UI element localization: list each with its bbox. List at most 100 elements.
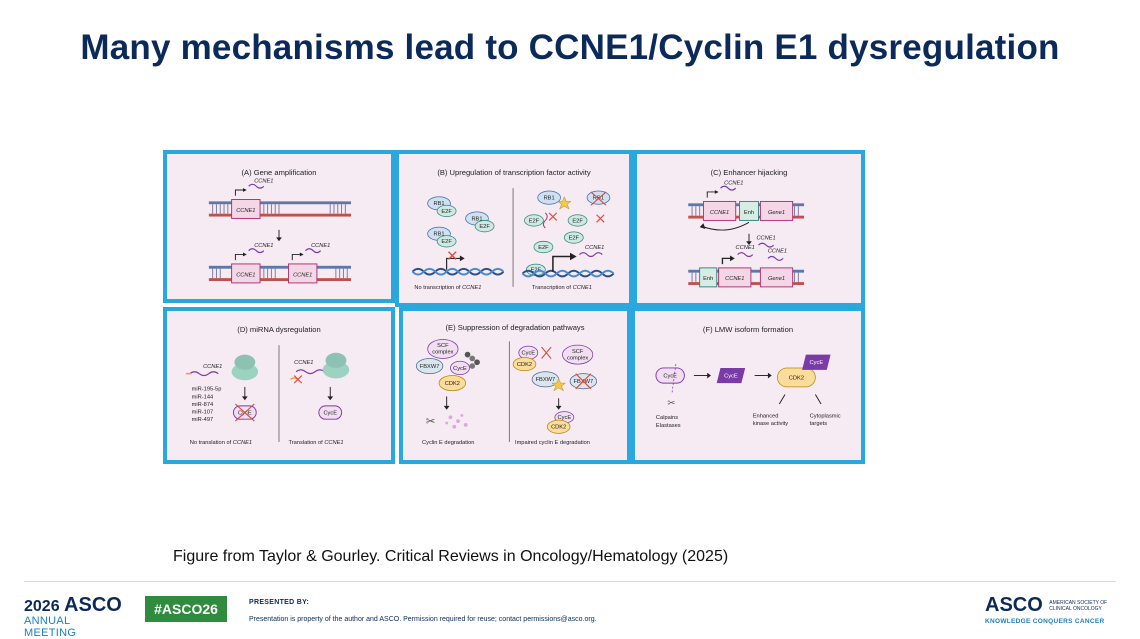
transcript-label: CCNE1 <box>294 360 313 366</box>
mirna-label: miR-107 <box>192 409 214 415</box>
no-translation-caption: No translation of CCNE1 <box>190 440 252 446</box>
transcript-label: CCNE1 <box>768 249 787 255</box>
e2f-label: E2F <box>441 239 452 245</box>
rb1-e2f-complexes-right: RB1 RB1 E2F E2F E2F E2F E2F <box>524 190 611 276</box>
cdk2-label: CDK2 <box>789 375 804 381</box>
panel-enhancer-hijacking: (C) Enhancer hijacking CCNE1 Enh Gene1 C… <box>633 150 865 307</box>
panel-c-diagram: (C) Enhancer hijacking CCNE1 Enh Gene1 C… <box>688 168 805 288</box>
mirna-label: miR-497 <box>192 417 214 423</box>
panel-e-diagram: (E) Suppression of degradation pathways … <box>415 323 597 446</box>
asco-annual-meeting-logo: 2026 ASCO ANNUAL MEETING <box>24 594 124 639</box>
mirna-label: miR-144 <box>192 394 214 400</box>
cyce-label: CycE <box>810 360 824 366</box>
degradation-caption: Cyclin E degradation <box>422 440 474 446</box>
dna-strand-bottom: CCNE1 CCNE1 CCNE1 CCNE1 <box>208 243 352 284</box>
dna-strand-bottom: Enh CCNE1 Gene1 CCNE1 CCNE1 CCNE1 <box>688 235 805 288</box>
translation-caption: Translation of CCNE1 <box>288 440 343 446</box>
logo-annual-meeting: ANNUAL MEETING <box>24 615 77 639</box>
panel-d-title: (D) miRNA dysregulation <box>237 325 320 334</box>
scissors-icon: ✂ <box>426 416 436 428</box>
mechanism-figure: (A) Gene amplification CCNE1 CCNE1 <box>163 150 865 464</box>
cdk2-label: CDK2 <box>445 381 460 387</box>
enh-label: Enh <box>744 210 754 216</box>
logo-asco: ASCO <box>64 594 122 616</box>
panel-mirna-dysregulation: (D) miRNA dysregulation CCNE1 miR-195-5p… <box>163 307 395 464</box>
gene-label: CCNE1 <box>293 272 312 278</box>
cyce-label: CycE <box>453 366 467 372</box>
society-name: AMERICAN SOCIETY OF CLINICAL ONCOLOGY <box>1049 599 1108 612</box>
cyce-label: CycE <box>663 373 677 379</box>
transcription-caption: Transcription of CCNE1 <box>532 285 592 291</box>
fbxw7-label: FBXW7 <box>574 379 594 385</box>
kinase-label: kinase activity <box>753 421 789 427</box>
elastases-label: Elastases <box>656 423 681 429</box>
transcript-label: CCNE1 <box>724 180 743 186</box>
panel-f-diagram: (F) LMW isoform formation CycE CycE CDK2… <box>655 325 841 429</box>
panel-lmw-isoform: (F) LMW isoform formation CycE CycE CDK2… <box>631 307 865 464</box>
transcript-label: CCNE1 <box>254 178 273 184</box>
rb1-label: RB1 <box>433 201 444 207</box>
e2f-label: E2F <box>529 218 540 224</box>
gene-label: Gene1 <box>768 210 785 216</box>
cdk2-label: CDK2 <box>551 425 566 431</box>
fbxw7-label: FBXW7 <box>420 364 440 370</box>
enhanced-label: Enhanced <box>753 413 779 419</box>
impaired-caption: Impaired cyclin E degradation <box>515 440 590 446</box>
panel-d-diagram: (D) miRNA dysregulation CCNE1 miR-195-5p… <box>185 325 350 446</box>
transcript-label: CCNE1 <box>585 245 604 251</box>
permission-disclaimer: Presentation is property of the author a… <box>249 616 597 623</box>
panel-a-title: (A) Gene amplification <box>242 168 317 177</box>
transcript-label: CCNE1 <box>736 245 755 251</box>
panel-a-diagram: (A) Gene amplification CCNE1 CCNE1 <box>208 168 352 284</box>
cyce-label: CycE <box>521 351 535 357</box>
no-transcription-caption: No transcription of CCNE1 <box>414 285 481 291</box>
complex-label: complex <box>567 355 588 361</box>
fbxw7-label: FBXW7 <box>536 377 556 383</box>
scf-label: SCF <box>572 349 584 355</box>
cyce-label: CycE <box>323 410 337 416</box>
transcript-label: CCNE1 <box>254 243 273 249</box>
rb1-label: RB1 <box>544 196 555 202</box>
cytoplasmic-label: Cytoplasmic <box>810 413 841 419</box>
panel-b-title: (B) Upregulation of transcription factor… <box>437 168 591 177</box>
e2f-label: E2F <box>479 224 490 230</box>
slide-title: Many mechanisms lead to CCNE1/Cyclin E1 … <box>80 28 1060 67</box>
gene-label: CCNE1 <box>725 276 744 282</box>
cyce-label: CycE <box>724 373 738 379</box>
panel-gene-amplification: (A) Gene amplification CCNE1 CCNE1 <box>163 150 395 303</box>
footer-divider <box>24 581 1116 582</box>
transcript-label: CCNE1 <box>203 364 222 370</box>
society-logo-asco: ASCO <box>985 594 1043 616</box>
e2f-label: E2F <box>531 268 542 274</box>
calpains-label: Calpains <box>656 415 678 421</box>
e2f-label: E2F <box>572 218 583 224</box>
gene-label: CCNE1 <box>710 210 729 216</box>
gene-label: CCNE1 <box>236 208 255 214</box>
e2f-label: E2F <box>538 245 549 251</box>
complex-label: complex <box>432 350 453 356</box>
e2f-label: E2F <box>569 235 580 241</box>
panel-transcription-factor: (B) Upregulation of transcription factor… <box>395 150 633 307</box>
panel-degradation-suppression: (E) Suppression of degradation pathways … <box>399 307 631 464</box>
transcript-label: CCNE1 <box>756 235 775 241</box>
rb1-label: RB1 <box>471 216 482 222</box>
rb1-label: RB1 <box>433 232 444 238</box>
panel-f-title: (F) LMW isoform formation <box>703 325 793 334</box>
scissors-icon: ✂ <box>667 398 675 409</box>
rb1-e2f-complexes-left: RB1 E2F RB1 E2F RB1 E2F <box>427 196 495 248</box>
cdk2-label: CDK2 <box>517 362 532 368</box>
targets-label: targets <box>810 421 828 427</box>
mirna-label: miR-874 <box>192 402 214 408</box>
presented-by-label: PRESENTED BY: <box>249 599 310 606</box>
hashtag-badge: #ASCO26 <box>145 596 227 622</box>
logo-year: 2026 <box>24 598 60 615</box>
enh-label: Enh <box>703 276 713 282</box>
mirna-label: miR-195-5p <box>192 387 222 393</box>
gene-label: Gene1 <box>768 276 785 282</box>
figure-caption: Figure from Taylor & Gourley. Critical R… <box>173 548 729 565</box>
scf-label: SCF <box>437 343 449 349</box>
e2f-label: E2F <box>441 209 452 215</box>
cyce-label: CycE <box>238 410 252 416</box>
asco-society-logo: ASCO AMERICAN SOCIETY OF CLINICAL ONCOLO… <box>985 594 1125 625</box>
dna-strand-top: CCNE1 CCNE1 <box>208 178 352 219</box>
